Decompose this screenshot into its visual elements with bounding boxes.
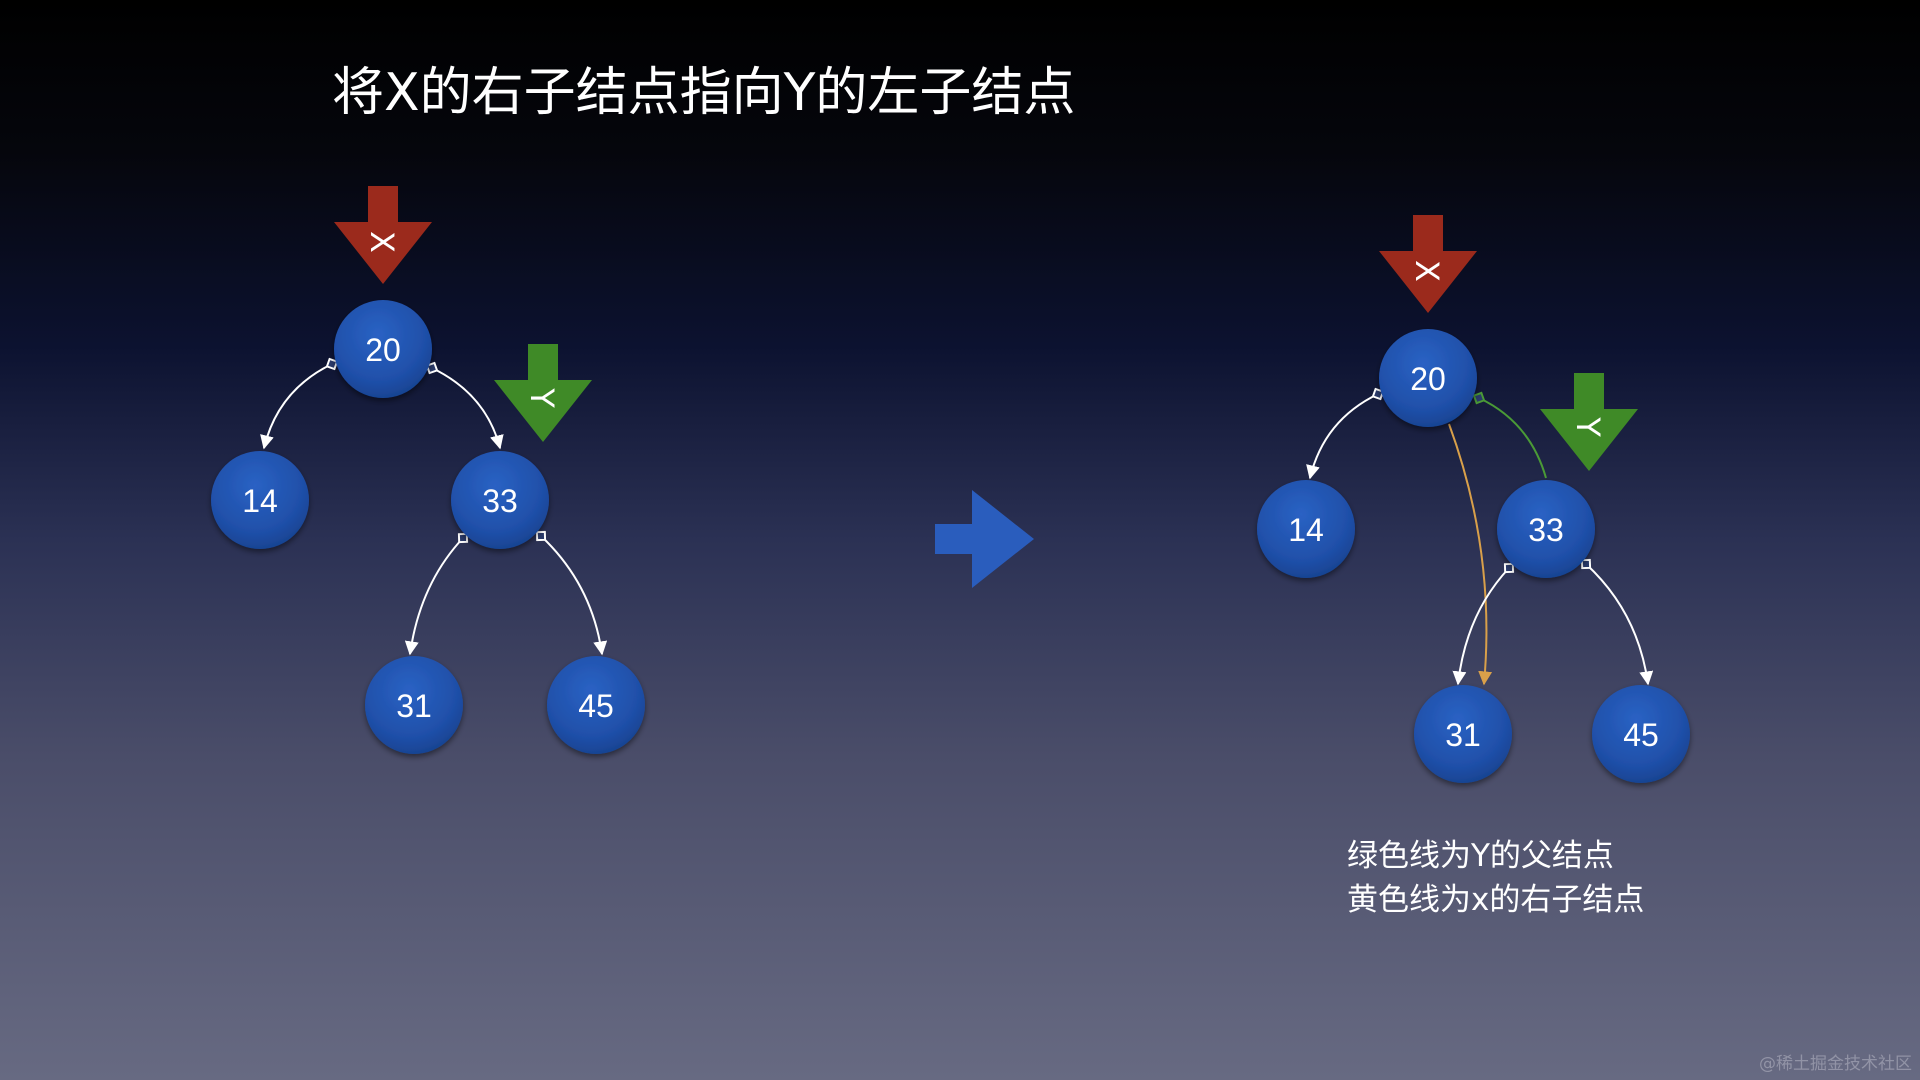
tree-node: 20 [334, 300, 432, 398]
edge-33-31-after [1452, 562, 1515, 686]
watermark: @稀土掘金技术社区 [1759, 1054, 1912, 1074]
before-edges [260, 357, 608, 656]
edge-20-33 [425, 361, 504, 450]
node-label: 14 [242, 483, 278, 519]
node-label: 31 [1445, 717, 1481, 753]
node-label: 20 [365, 332, 401, 368]
edge-legend: 绿色线为Y的父结点 黄色线为x的右子结点 [1347, 834, 1644, 922]
node-label: 45 [1623, 717, 1659, 753]
tree-node: 45 [1592, 685, 1690, 783]
node-circle [211, 451, 309, 549]
transition-arrow-icon [935, 490, 1034, 588]
tree-node: 45 [547, 656, 645, 754]
edge-20-14-after [1306, 387, 1385, 480]
edge-20-31-yellow [1448, 423, 1493, 686]
node-circle [334, 300, 432, 398]
before-x-pointer: X [334, 186, 432, 284]
tree-node: 33 [451, 451, 549, 549]
x-pointer-label: X [363, 231, 401, 253]
node-circle [451, 451, 549, 549]
y-pointer-label: Y [523, 387, 561, 408]
legend-green-line: 绿色线为Y的父结点 [1347, 838, 1614, 874]
tree-node: 20 [1379, 329, 1477, 427]
after-nodes: 20 14 33 31 45 [1257, 329, 1690, 783]
node-label: 45 [578, 688, 614, 724]
node-circle [1592, 685, 1690, 783]
before-nodes: 20 14 33 31 45 [211, 300, 645, 754]
tree-node: 31 [1414, 685, 1512, 783]
before-y-pointer: Y [494, 344, 592, 442]
node-label: 14 [1288, 512, 1324, 548]
node-circle [547, 656, 645, 754]
tree-node: 33 [1497, 480, 1595, 578]
node-label: 33 [482, 483, 518, 519]
edge-33-45-after [1580, 558, 1654, 686]
node-circle [1379, 329, 1477, 427]
node-circle [365, 656, 463, 754]
y-pointer-label: Y [1569, 416, 1607, 437]
y-pointer-arrow-icon [494, 344, 592, 442]
node-circle [1257, 480, 1355, 578]
after-edges [1306, 387, 1654, 686]
edge-33-20-green [1472, 391, 1547, 479]
edge-33-45 [535, 530, 608, 656]
edge-33-31 [404, 532, 469, 656]
node-label: 33 [1528, 512, 1564, 548]
tree-node: 14 [1257, 480, 1355, 578]
tree-node: 14 [211, 451, 309, 549]
node-circle [1414, 685, 1512, 783]
after-x-pointer: X [1379, 215, 1477, 313]
x-pointer-arrow-icon [334, 186, 432, 284]
node-label: 20 [1410, 361, 1446, 397]
x-pointer-label: X [1408, 260, 1446, 282]
node-circle [1497, 480, 1595, 578]
y-pointer-arrow-icon [1540, 373, 1638, 471]
tree-node: 31 [365, 656, 463, 754]
node-label: 31 [396, 688, 432, 724]
legend-yellow-line: 黄色线为x的右子结点 [1347, 882, 1645, 918]
after-y-pointer: Y [1540, 373, 1638, 471]
x-pointer-arrow-icon [1379, 215, 1477, 313]
edge-20-14 [260, 357, 339, 450]
page-title: 将X的右子结点指向Y的左子结点 [332, 63, 1076, 123]
